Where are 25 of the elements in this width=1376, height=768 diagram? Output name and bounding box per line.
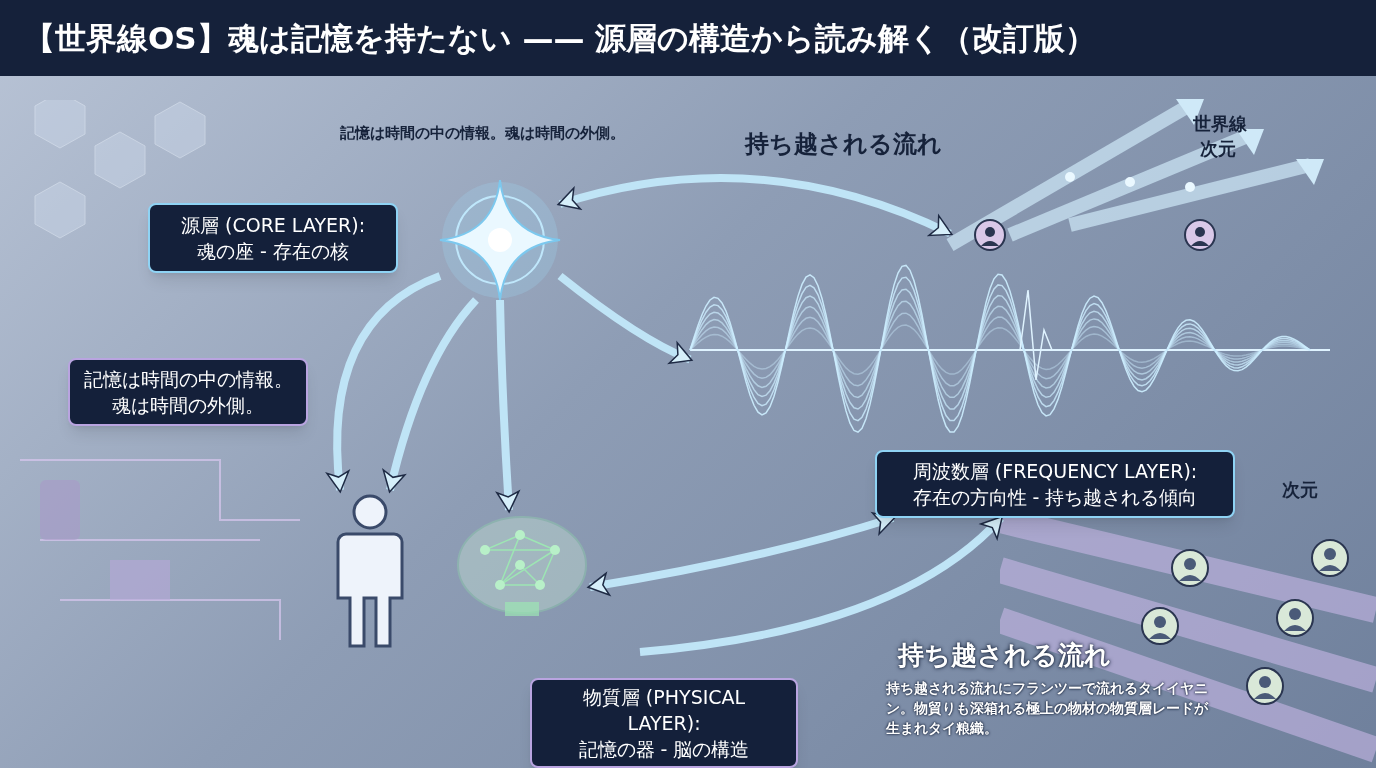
curved-arrow bbox=[382, 297, 479, 493]
page-title: 【世界線OS】魂は記憶を持たない —— 源層の構造から読み解く（改訂版） bbox=[24, 18, 1097, 58]
flow-label: 持ち越される流れ bbox=[745, 129, 943, 160]
label-box bbox=[875, 450, 1235, 518]
curved-arrow bbox=[557, 174, 953, 238]
box-text: 魂の座 - 存在の核 bbox=[197, 239, 349, 264]
box-text: 記憶は時間の中の情報。魂は時間の外側。 bbox=[82, 367, 294, 418]
box-text: 記憶の器 - 脳の構造 bbox=[578, 737, 750, 762]
curved-arrow bbox=[639, 515, 1004, 656]
label-box bbox=[68, 358, 308, 426]
dimension-label: 次元 bbox=[1282, 478, 1319, 502]
box-heading: 物質層 (PHYSICAL LAYER): bbox=[581, 685, 747, 736]
section-heading: 持ち越される流れ bbox=[898, 639, 1112, 672]
glowing-star-drawing bbox=[440, 180, 560, 300]
curved-arrow bbox=[587, 512, 896, 596]
description-text: 持ち越される流れにフランツーで流れるタイイヤニン。物貿りも深箱れる極上の物材の物質層レードが生まれタイ粮織。 bbox=[886, 679, 1210, 738]
box-heading: 周波数層 (FREQUENCY LAYER): bbox=[912, 459, 1198, 484]
label-box bbox=[148, 203, 398, 273]
curved-arrow bbox=[557, 272, 693, 364]
curved-arrow bbox=[326, 272, 442, 493]
curved-arrow bbox=[496, 299, 520, 513]
box-text: 存在の方向性 - 持ち越される傾向 bbox=[912, 485, 1198, 510]
label-box bbox=[530, 678, 798, 768]
annotation-text: 記憶は時間の中の情報。魂は時間の外側。 bbox=[340, 123, 626, 144]
box-heading: 源層 (CORE LAYER): bbox=[180, 213, 366, 238]
